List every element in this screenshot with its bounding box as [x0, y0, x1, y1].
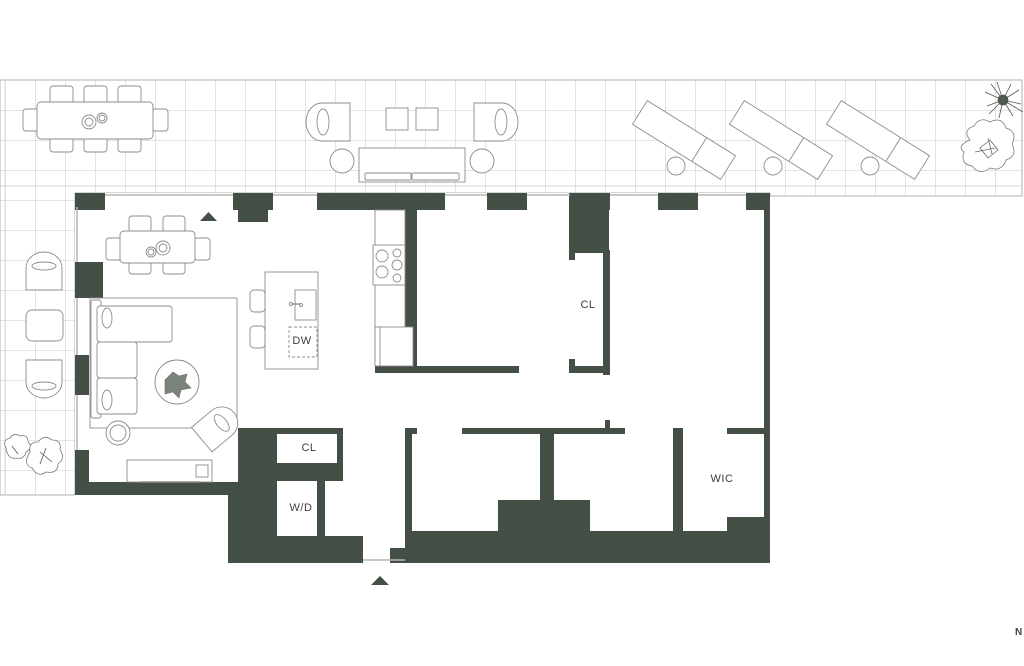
planter-icon — [4, 434, 63, 475]
planter-icon — [960, 81, 1024, 172]
kitchen — [249, 209, 414, 370]
west-terrace-seating — [25, 251, 64, 399]
terrace-entry-arrow-icon — [200, 212, 217, 221]
room-label-dishwasher: DW — [292, 335, 312, 347]
room-label-closet-hall: CL — [301, 442, 317, 454]
front-entry-arrow-icon — [371, 576, 389, 585]
terrace-chaise-lounges — [631, 99, 931, 181]
terrace-dining-set — [22, 85, 169, 153]
windows — [76, 194, 746, 561]
terrace-lounge-group — [305, 102, 519, 183]
living-room-furniture — [89, 215, 239, 483]
walls — [75, 193, 770, 563]
room-label-walk-in-closet: WIC — [710, 473, 734, 485]
compass-north-label: N — [1015, 627, 1023, 638]
room-label-washer-dryer: W/D — [289, 502, 313, 514]
room-label-closet-bedroom: CL — [580, 299, 596, 311]
